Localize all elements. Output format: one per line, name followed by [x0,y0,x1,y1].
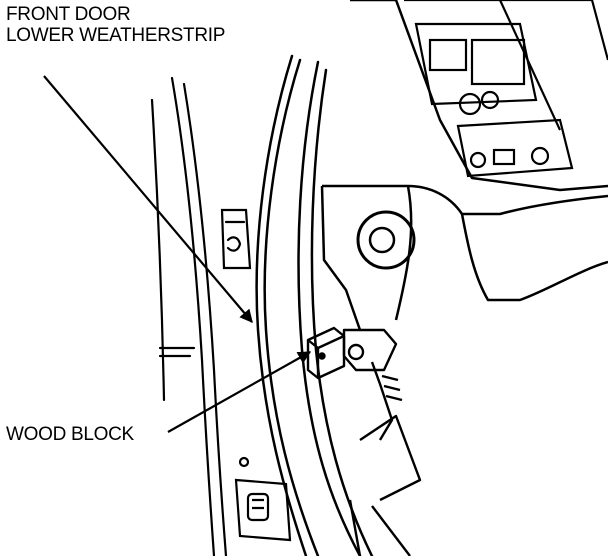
center-stack [404,0,608,178]
dashboard [320,0,608,331]
panel-hole [356,210,416,270]
weatherstrip-label-line2: LOWER WEATHERSTRIP [6,25,226,46]
leader-lines [43,75,312,433]
lower-bracket [342,328,422,556]
wood-block-callout: WOOD BLOCK [6,424,134,445]
door-frame [255,54,374,556]
wood-block-leader [167,351,312,433]
lower-striker [234,456,292,542]
wood-block-label: WOOD BLOCK [6,424,134,445]
weatherstrip-callout: FRONT DOOR LOWER WEATHERSTRIP [6,4,225,46]
hinge-pillar [150,76,252,556]
weatherstrip-leader [43,75,253,324]
weatherstrip-label-line1: FRONT DOOR [6,4,131,25]
wood-block [306,326,346,380]
